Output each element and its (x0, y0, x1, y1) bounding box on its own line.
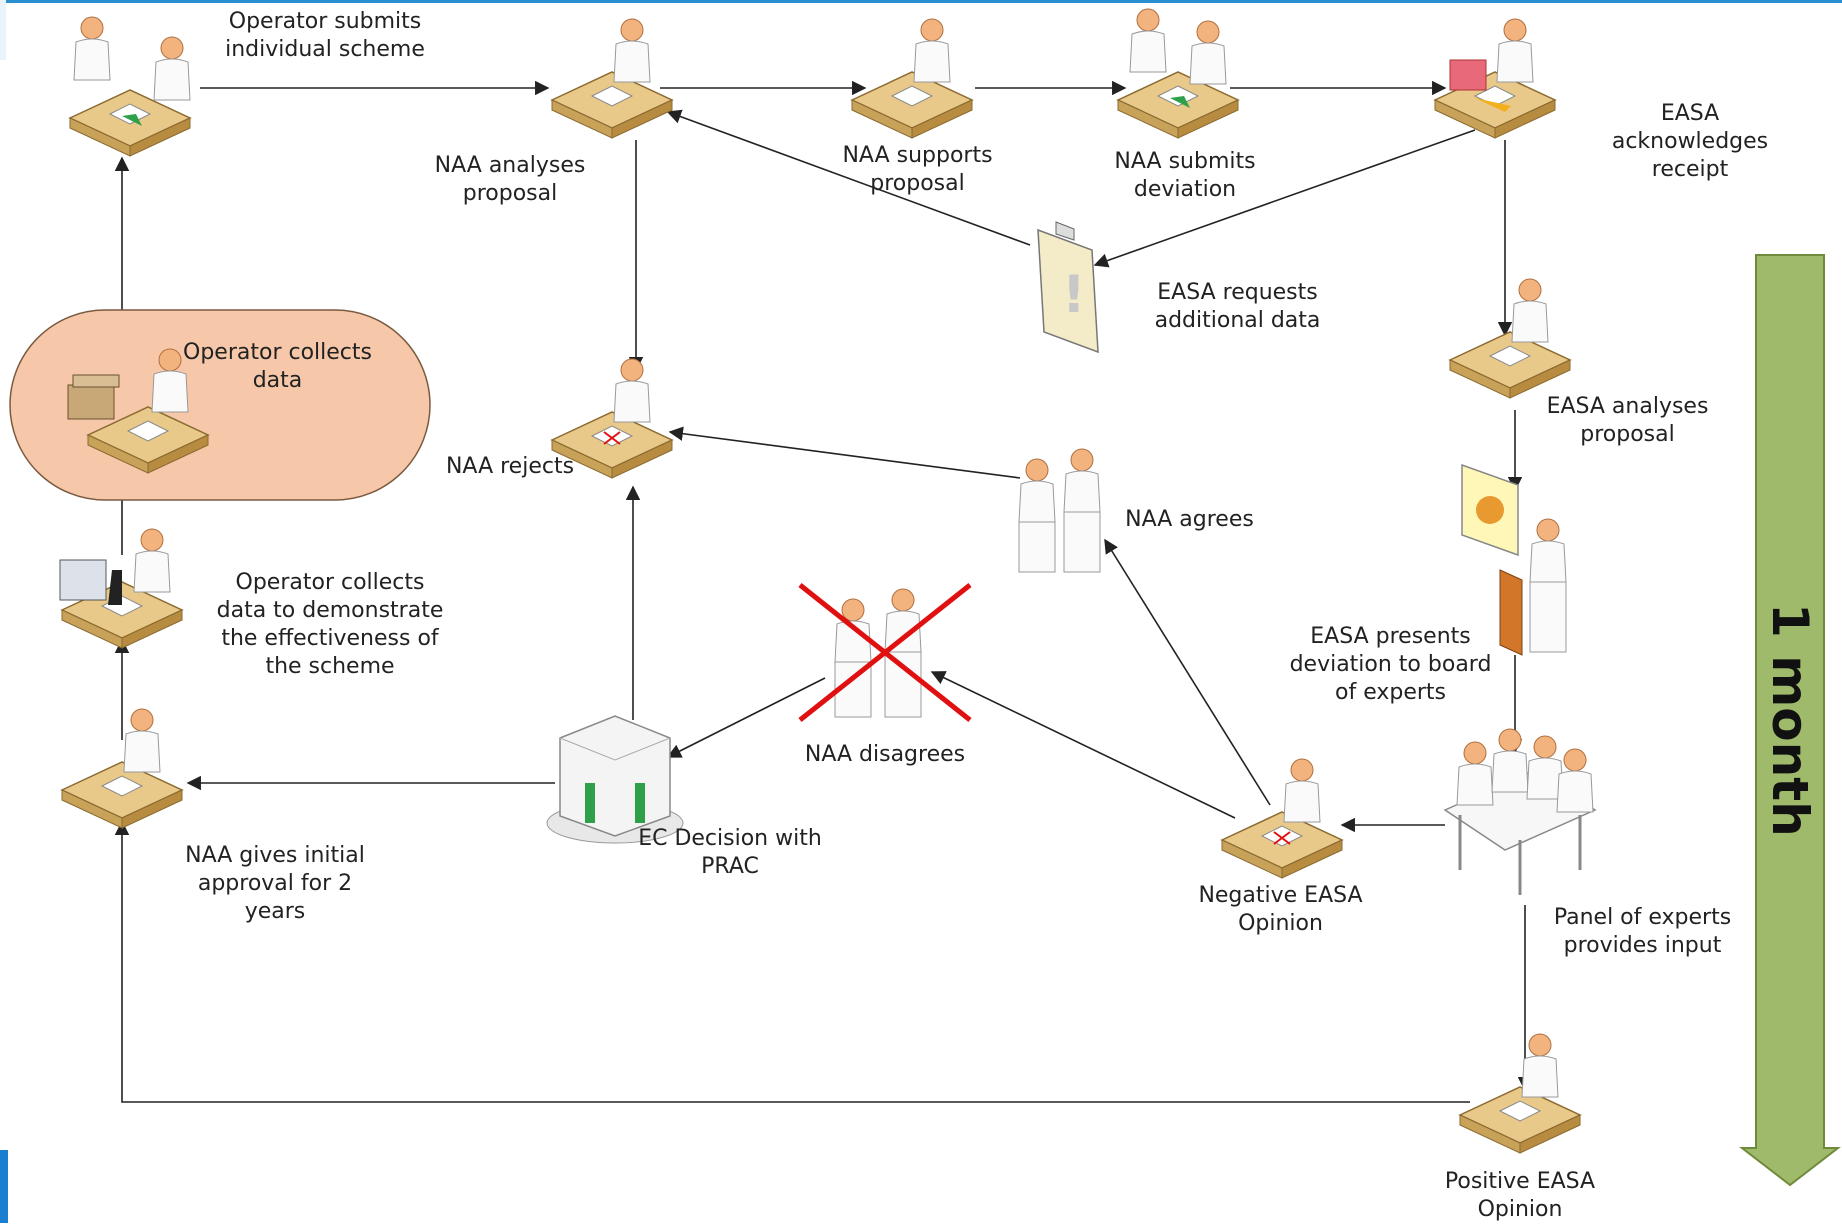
label-naa-disagrees: NAA disagrees (804, 742, 966, 767)
label-naa-analyses: NAA analyses proposal (434, 153, 586, 206)
naa-analyses-node (552, 19, 672, 138)
naa-disagrees-icon (798, 583, 972, 722)
label-naa-rejects: NAA rejects (445, 454, 575, 479)
left-accent-top (0, 0, 6, 60)
label-naa-agrees: NAA agrees (1125, 507, 1254, 532)
label-naa-initial: NAA gives initial approval for 2 years (185, 843, 365, 924)
naa-submits-node (1117, 8, 1239, 139)
label-easa-ack: EASA acknowledges receipt (1611, 101, 1769, 182)
ec-building-icon (546, 715, 684, 844)
label-easa-analyses: EASA analyses proposal (1546, 394, 1709, 447)
handshake-agree-icon (1018, 448, 1101, 573)
operator-collects-node (67, 348, 209, 474)
label-operator-submits: Operator submits individual scheme (225, 9, 425, 62)
label-operator-demo: Operator collects data to demonstrate th… (216, 570, 444, 679)
naa-rejects-node (552, 359, 672, 478)
label-naa-submits: NAA submits deviation (1114, 149, 1256, 202)
presentation-board-icon (1461, 463, 1567, 656)
label-negative-opinion: Negative EASA Opinion (1198, 883, 1363, 936)
label-easa-presents: EASA presents deviation to board of expe… (1289, 624, 1492, 705)
label-panel-experts: Panel of experts provides input (1553, 905, 1732, 958)
negative-opinion-node (1222, 759, 1342, 878)
label-operator-collects: Operator collects data (183, 340, 372, 393)
one-month-label: 1 month (1761, 603, 1819, 837)
operator-demo-node (59, 528, 183, 649)
one-month-arrow (1739, 254, 1841, 1187)
connector-lines (114, 80, 1533, 1103)
operator-submits-node (69, 16, 191, 157)
positive-opinion-node (1460, 1034, 1580, 1153)
label-ec-decision: EC Decision with PRAC (638, 826, 822, 879)
easa-analyses-node (1450, 279, 1570, 398)
label-naa-supports: NAA supports proposal (842, 143, 993, 196)
top-accent-border (0, 0, 1842, 3)
svg-text:!: ! (1062, 265, 1086, 325)
label-positive-opinion: Positive EASA Opinion (1444, 1169, 1596, 1222)
clipboard-icon: ! (1037, 221, 1099, 354)
panel-experts-icon (1443, 728, 1597, 895)
left-accent-bottom (0, 1150, 8, 1223)
easa-ack-node (1435, 19, 1555, 138)
naa-supports-node (852, 19, 972, 138)
label-easa-requests: EASA requests additional data (1154, 280, 1321, 333)
